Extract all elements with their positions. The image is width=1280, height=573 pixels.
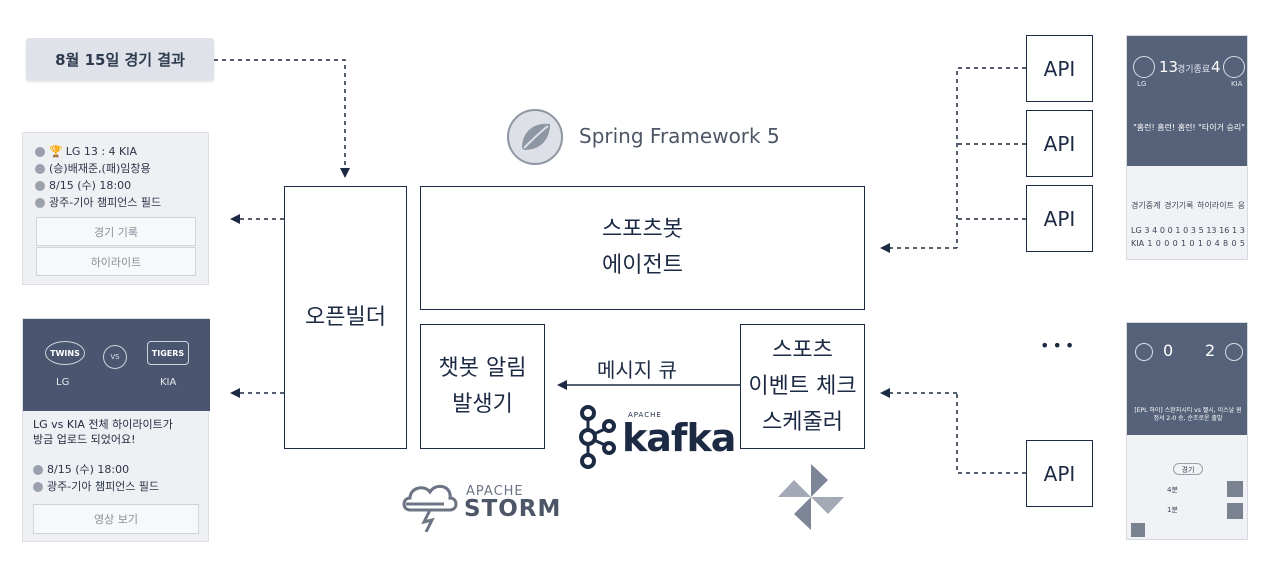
team-right-emblem (1223, 56, 1245, 78)
score-left: 13 (1159, 58, 1179, 76)
baseball-app-screenshot: 13 경기종료 4 LG KIA "홈런! 홈런! 홈런! "타이거 승리" 경… (1126, 35, 1248, 260)
twins-logo: TWINS (45, 341, 85, 365)
date-result-tag: 8월 15일 경기 결과 (26, 38, 214, 80)
api-box-2: API (1026, 110, 1093, 177)
highlight-button[interactable]: 하이라이트 (36, 247, 196, 276)
result-card: 🏆LG 13 : 4 KIA (승)배재준,(패)임창용 8/15 (수) 18… (22, 132, 209, 285)
baseball-tabs: 경기중계 경기기록 하이라이트 응 (1131, 200, 1245, 211)
game-record-button[interactable]: 경기 기록 (36, 217, 196, 246)
api-box-1: API (1026, 35, 1093, 102)
phone1-team-left: LG (1137, 80, 1147, 88)
club-left-emblem (1135, 343, 1153, 361)
trophy-icon: 🏆 (49, 145, 63, 158)
team-left-emblem (1133, 56, 1155, 78)
message-queue-label: 메시지 큐 (597, 358, 677, 382)
player-thumb-3 (1131, 523, 1145, 537)
scoreboard-row-1: LG 3 4 0 0 1 0 3 5 13 16 1 3 (1131, 226, 1245, 235)
player-thumb-2 (1227, 503, 1243, 519)
storm-apache-text: APACHE (466, 484, 524, 499)
pitcher-line: (승)배재준,(패)임창용 (35, 160, 205, 177)
score-status: 경기종료 (1177, 65, 1211, 75)
api-bracket-lower (956, 393, 1026, 474)
sports-event-scheduler-box: 스포츠 이벤트 체크 스케줄러 (740, 324, 865, 449)
tab-more[interactable]: 응 (1237, 201, 1245, 210)
vs-badge: VS (103, 345, 127, 369)
tab-live[interactable]: 경기중계 (1131, 201, 1161, 210)
highlight-card: TWINS VS TIGERS LG KIA LG vs KIA 전체 하이라이… (22, 318, 210, 542)
storm-name-text: STORM (464, 496, 562, 522)
football-hero: 0 2 [EPL 하이] 스완지시티 vs 첼시, 이스날 원정서 2-0 승,… (1127, 323, 1247, 435)
time-line: 8/15 (수) 18:00 (33, 461, 205, 478)
phone1-team-right: KIA (1231, 80, 1243, 88)
timeline-chip[interactable]: 경기 (1173, 463, 1203, 475)
team-right-label: KIA (160, 377, 177, 388)
api-box-3: API (1026, 185, 1093, 252)
tab-highlight[interactable]: 하이라이트 (1197, 201, 1234, 210)
clock-icon (35, 180, 45, 191)
watch-video-button[interactable]: 영상 보기 (33, 504, 199, 534)
stadium-line: 광주-기아 챔피언스 필드 (33, 478, 205, 495)
openbuilder-box: 오픈빌더 (284, 186, 407, 449)
player-thumb-1 (1227, 481, 1243, 497)
timeline-event-2: 1분 (1167, 506, 1178, 514)
pitcher-icon (35, 163, 45, 174)
stadium-line: 광주-기아 챔피언스 필드 (35, 194, 205, 211)
stadium-icon (35, 197, 45, 208)
stadium-icon (33, 481, 43, 492)
tab-record[interactable]: 경기기록 (1164, 201, 1194, 210)
score-right: 4 (1211, 58, 1221, 76)
score-line: 🏆LG 13 : 4 KIA (35, 143, 205, 160)
time-line: 8/15 (수) 18:00 (35, 177, 205, 194)
storm-cloud-icon (402, 484, 458, 532)
football-app-screenshot: 0 2 [EPL 하이] 스완지시티 vs 첼시, 이스날 원정서 2-0 승,… (1126, 322, 1248, 540)
tag-to-openbuilder-connector (214, 59, 350, 178)
football-score-left: 0 (1163, 341, 1174, 360)
football-caption: [EPL 하이] 스완지시티 vs 첼시, 이스날 원정서 2-0 승, 순조로… (1134, 407, 1242, 422)
tigers-logo: TIGERS (147, 341, 189, 365)
matchup-banner: TWINS VS TIGERS LG KIA (23, 319, 210, 411)
football-score-right: 2 (1205, 341, 1216, 360)
team-left-label: LG (56, 377, 70, 388)
chatbot-notifier-box: 챗봇 알림 발생기 (420, 324, 545, 449)
kafka-name-text: kafka (622, 416, 736, 460)
baseball-icon (35, 146, 45, 157)
scoreboard-row-2: KIA 1 0 0 0 1 0 1 0 4 8 0 5 (1131, 239, 1245, 248)
spring-framework-label: Spring Framework 5 (579, 124, 780, 148)
kafka-apache-text: APACHE (628, 411, 662, 419)
highlight-message: LG vs KIA 전체 하이라이트가 방금 업로드 되었어요! (33, 418, 173, 446)
club-right-emblem (1225, 343, 1243, 361)
api-bracket-upper (956, 67, 1026, 248)
baseball-hero: 13 경기종료 4 LG KIA "홈런! 홈런! 홈런! "타이거 승리" (1127, 36, 1247, 166)
clock-icon (33, 464, 43, 475)
kafka-logo-icon (579, 405, 616, 469)
timeline-event-1: 4분 (1167, 486, 1178, 494)
more-apis-ellipsis: ••• (1040, 336, 1078, 355)
api-box-4: API (1026, 440, 1093, 507)
pinwheel-icon (778, 464, 844, 530)
spring-leaf-icon (507, 109, 563, 165)
date-result-tag-text: 8월 15일 경기 결과 (55, 50, 185, 69)
hero-caption: "홈런! 홈런! 홈런! "타이거 승리" (1133, 123, 1245, 132)
sportsbot-agent-box: 스포츠봇 에이전트 (420, 186, 865, 310)
